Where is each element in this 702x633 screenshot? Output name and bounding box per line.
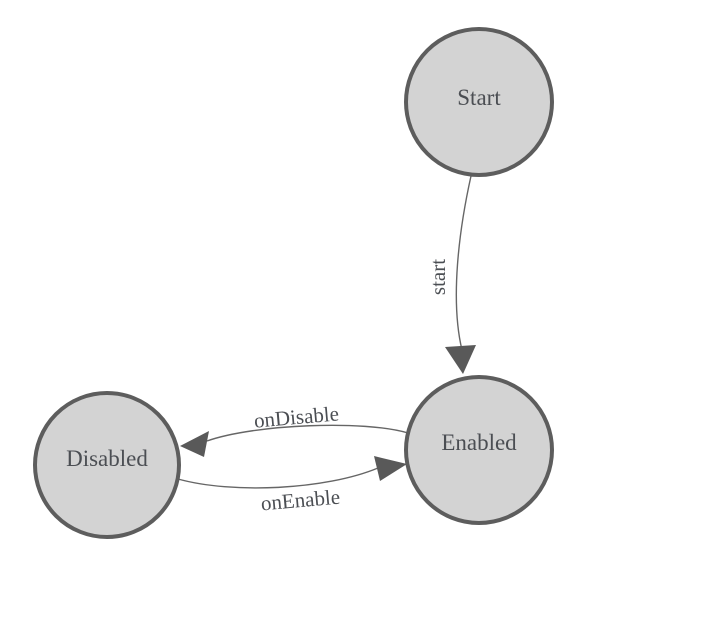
state-node-start: Start — [404, 27, 554, 177]
state-node-start-circle — [404, 27, 554, 177]
arrowhead-start-to-enabled — [445, 345, 476, 374]
state-node-enabled: Enabled — [404, 375, 554, 525]
state-node-disabled: Disabled — [33, 391, 181, 539]
edge-disabled-to-enabled: onEnable — [177, 456, 407, 516]
edge-label-start: start — [426, 259, 450, 295]
state-node-start-label: Start — [457, 85, 501, 110]
arrowhead-disabled-to-enabled — [374, 456, 407, 481]
edge-start-to-enabled: start — [426, 175, 476, 374]
state-node-enabled-label: Enabled — [441, 430, 517, 455]
edge-line-disabled-to-enabled — [177, 467, 379, 489]
edge-line-enabled-to-disabled — [206, 424, 409, 442]
edge-label-onenable: onEnable — [260, 485, 341, 516]
state-node-enabled-circle — [404, 375, 554, 525]
edge-enabled-to-disabled: onDisable — [180, 401, 409, 457]
arrowhead-enabled-to-disabled — [180, 431, 209, 457]
edge-label-ondisable: onDisable — [253, 401, 340, 432]
state-node-disabled-label: Disabled — [66, 446, 148, 471]
edge-line-start-to-enabled — [455, 175, 472, 351]
state-node-disabled-circle — [33, 391, 181, 539]
